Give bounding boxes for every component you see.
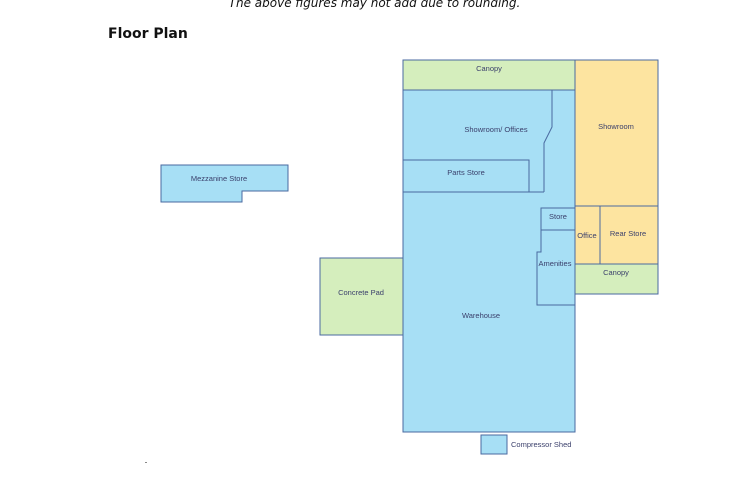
amenities-wall (536, 230, 575, 306)
showroom-label: Showroom (598, 122, 634, 131)
showroom-offices-wall (543, 90, 553, 192)
parts-store-wall (403, 159, 530, 192)
page-dot (145, 462, 147, 463)
canopy-right-area (574, 263, 659, 295)
rounding-note: The above figures may not add due to rou… (228, 0, 521, 10)
warehouse-label: Warehouse (462, 311, 500, 320)
canopy-right-label: Canopy (603, 268, 629, 277)
office-area (574, 205, 601, 265)
compressor-shed-area (480, 434, 508, 455)
mezzanine-store-area (160, 164, 289, 203)
rear-store-area (599, 205, 659, 265)
amenities-label: Amenities (539, 259, 572, 268)
floor-plan-heading: Floor Plan (108, 26, 188, 42)
store-wall (540, 207, 575, 231)
concrete-pad-label: Concrete Pad (338, 288, 384, 297)
showroom-area (574, 59, 659, 207)
compressor-shed-label: Compressor Shed (511, 440, 571, 449)
canopy-top-area (402, 59, 576, 91)
showroom-offices-label: Showroom/ Offices (464, 125, 527, 134)
canopy-top-label: Canopy (476, 64, 502, 73)
concrete-pad-area (319, 257, 404, 336)
office-label: Office (577, 231, 596, 240)
store-label: Store (549, 212, 567, 221)
rear-store-label: Rear Store (610, 229, 646, 238)
parts-store-label: Parts Store (447, 168, 485, 177)
warehouse-area (402, 89, 576, 433)
mezzanine-store-label: Mezzanine Store (191, 174, 247, 183)
